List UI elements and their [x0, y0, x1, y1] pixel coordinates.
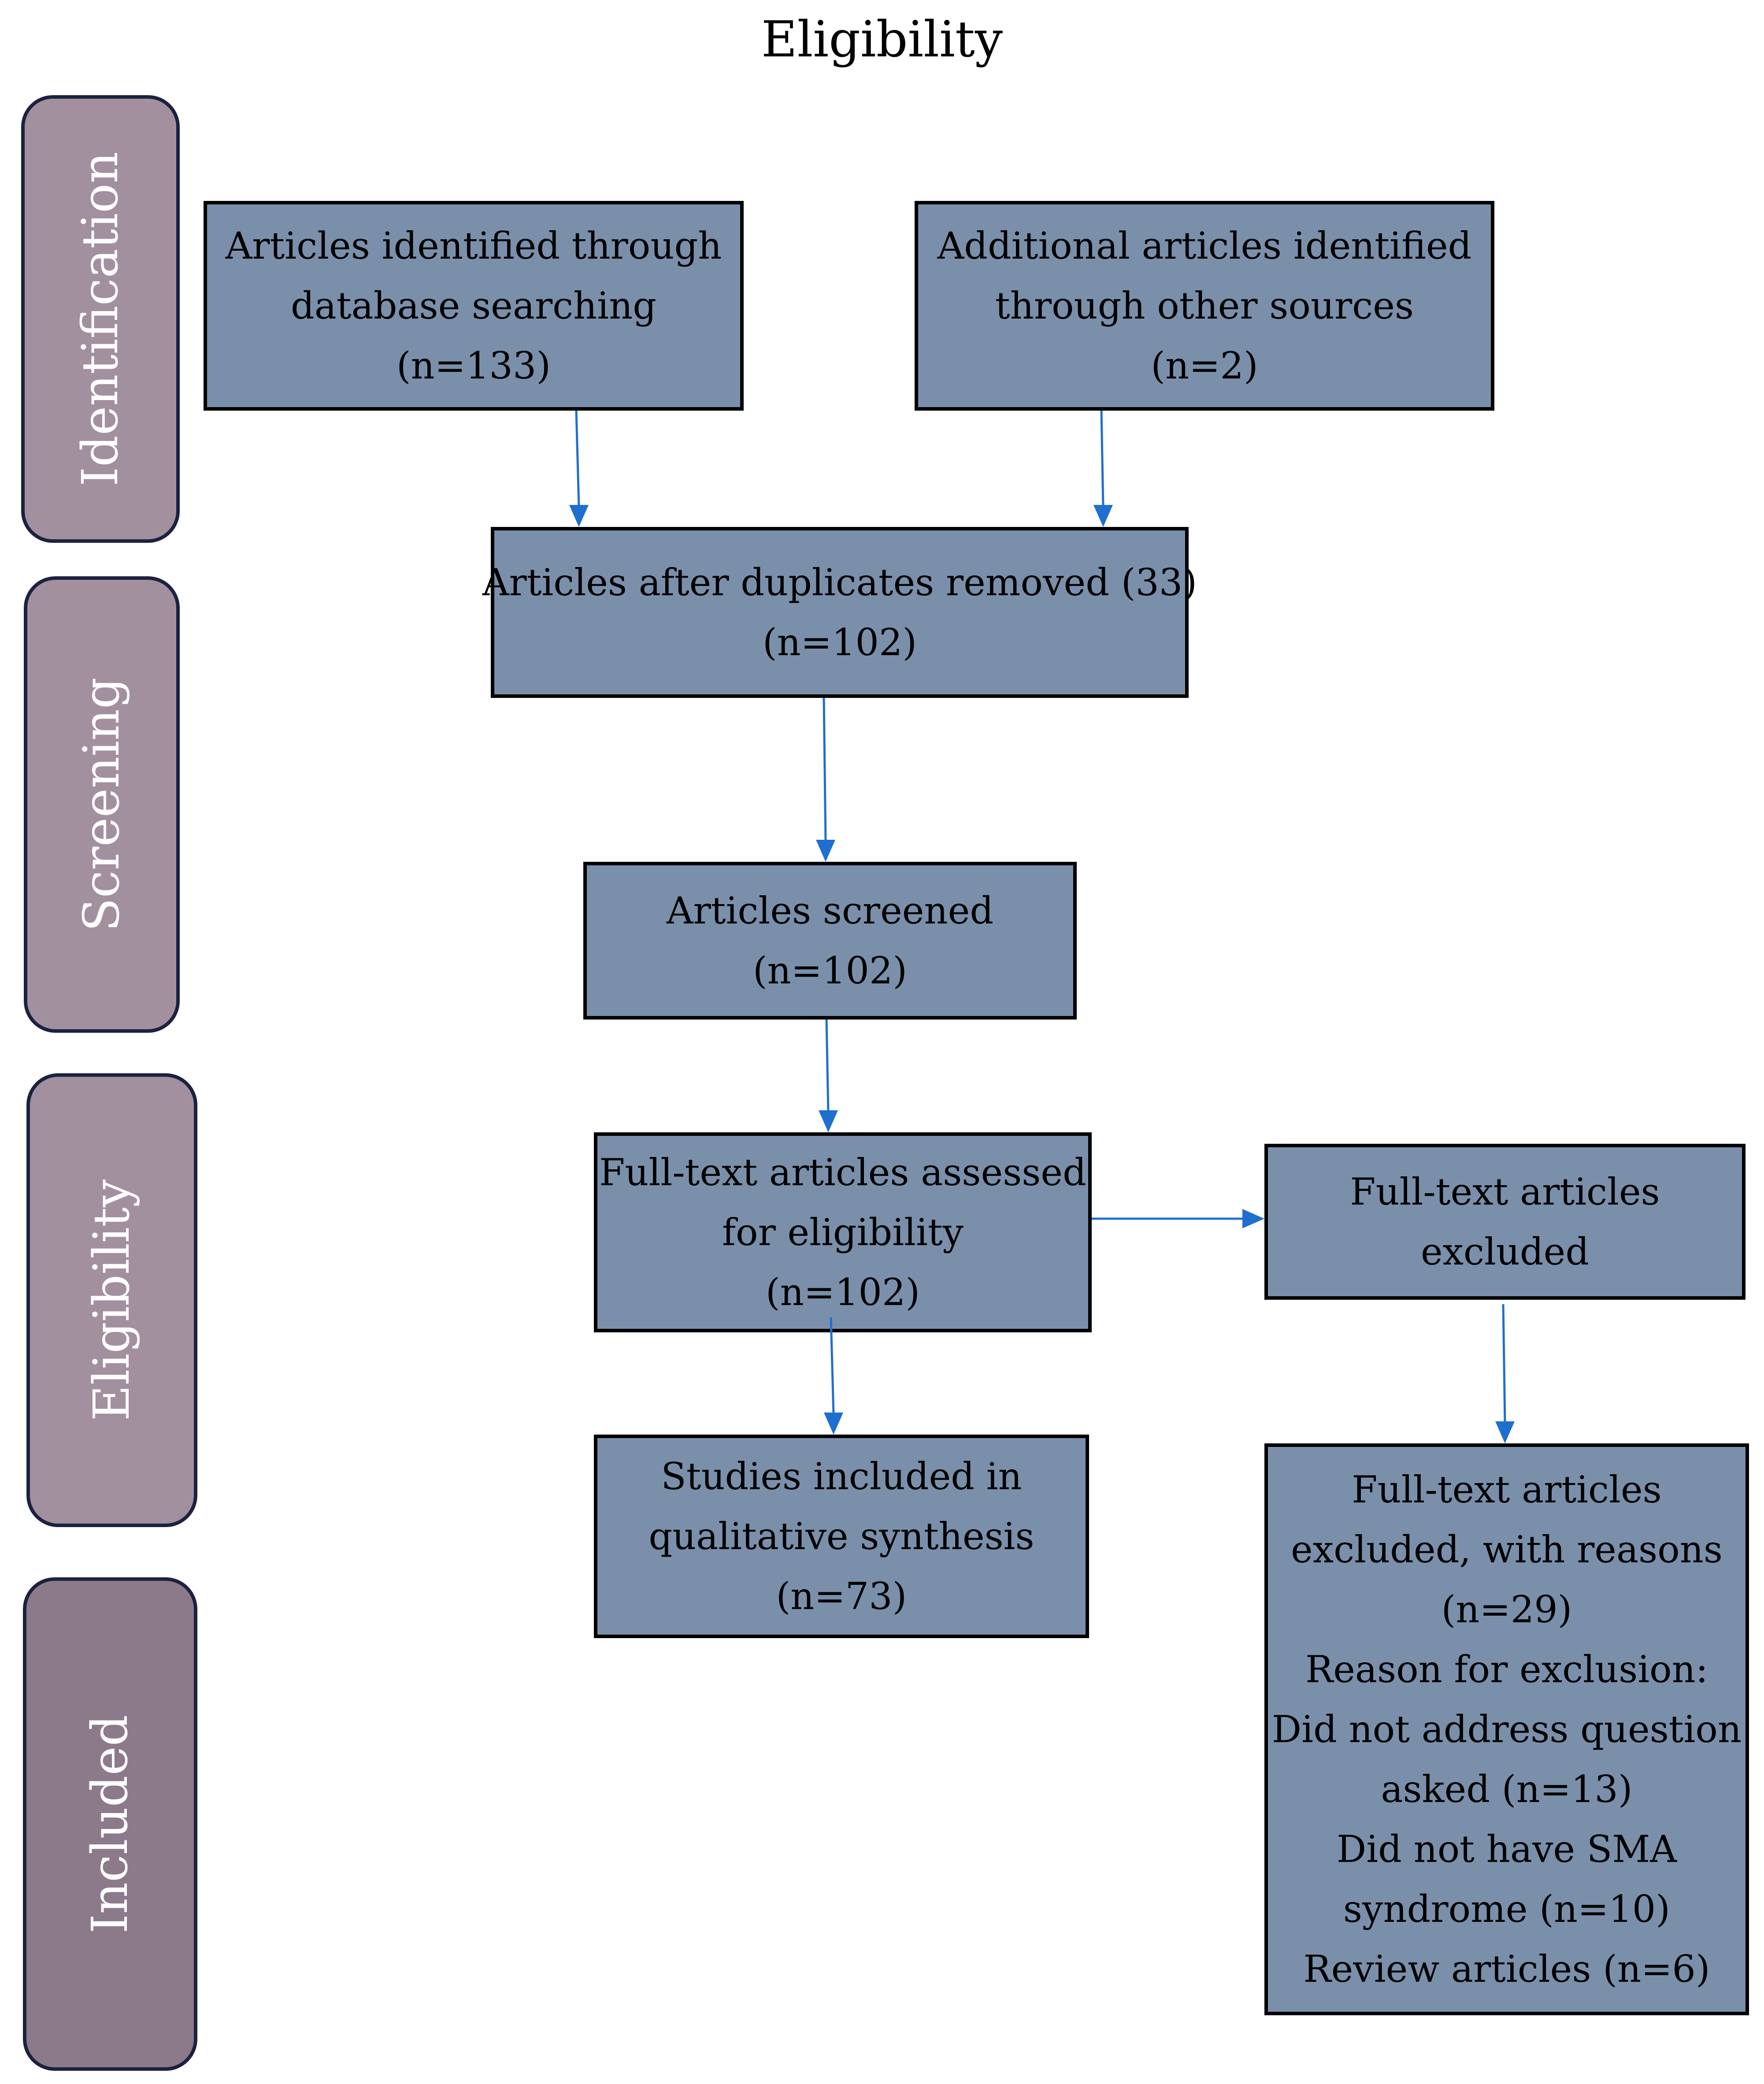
reasons-line-5: Did not address question: [1271, 1708, 1742, 1751]
arrow-duplicates-to-screened: [823, 697, 827, 842]
arrowhead-assessed-to-excluded: [1242, 1209, 1264, 1228]
arrow-database-to-duplicates: [575, 410, 580, 507]
reasons-line-3: (n=29): [1441, 1588, 1572, 1631]
box-duplicates-removed-line-1: Articles after duplicates removed (33): [482, 561, 1197, 604]
box-other-sources-line-3: (n=2): [1151, 344, 1258, 387]
reasons-line-6: asked (n=13): [1381, 1768, 1633, 1811]
box-other-sources-line-2: through other sources: [995, 284, 1414, 327]
reasons-line-9: Review articles (n=6): [1303, 1947, 1710, 1991]
stage-included: Included: [23, 1577, 197, 2071]
arrow-assessed-to-included: [830, 1317, 835, 1415]
arrowhead-screened-to-assessed: [819, 1110, 838, 1132]
box-full-text-assessed-line-1: Full-text articles assessed: [599, 1151, 1086, 1194]
box-full-text-excluded: Full-text articles excluded: [1264, 1144, 1745, 1300]
page-title: Eligibility: [761, 11, 1003, 68]
box-studies-included-line-2: qualitative synthesis: [649, 1515, 1034, 1558]
box-database-search-line-3: (n=133): [396, 344, 551, 387]
arrowhead-assessed-to-included: [824, 1413, 843, 1435]
stage-eligibility: Eligibility: [26, 1073, 197, 1527]
arrowhead-other-to-duplicates: [1093, 505, 1113, 527]
arrowhead-excluded-to-reasons: [1495, 1421, 1515, 1443]
box-other-sources: Additional articles identified through o…: [915, 201, 1494, 411]
box-articles-screened-line-1: Articles screened: [666, 889, 994, 932]
arrow-other-to-duplicates: [1100, 410, 1104, 507]
box-studies-included-line-3: (n=73): [776, 1575, 907, 1618]
reasons-line-2: excluded, with reasons: [1291, 1528, 1723, 1571]
arrowhead-database-to-duplicates: [569, 505, 589, 527]
reasons-line-4: Reason for exclusion:: [1305, 1648, 1708, 1691]
arrowhead-duplicates-to-screened: [816, 840, 835, 862]
box-excluded-with-reasons: Full-text articles excluded, with reason…: [1264, 1443, 1749, 2015]
reasons-line-7: Did not have SMA: [1336, 1828, 1677, 1871]
box-database-search-line-1: Articles identified through: [225, 224, 722, 267]
reasons-line-1: Full-text articles: [1352, 1468, 1662, 1511]
box-studies-included-line-1: Studies included in: [661, 1455, 1022, 1498]
box-database-search-line-2: database searching: [291, 284, 656, 327]
box-articles-screened-line-2: (n=102): [752, 949, 908, 992]
stage-identification: Identification: [21, 95, 180, 543]
box-duplicates-removed: Articles after duplicates removed (33) (…: [482, 527, 1197, 698]
box-database-search: Articles identified through database sea…: [204, 201, 744, 411]
box-full-text-assessed: Full-text articles assessed for eligibil…: [594, 1132, 1092, 1332]
reasons-line-8: syndrome (n=10): [1343, 1887, 1671, 1931]
box-studies-included: Studies included in qualitative synthesi…: [594, 1435, 1089, 1638]
box-full-text-excluded-line-1: Full-text articles: [1350, 1170, 1660, 1213]
box-articles-screened: Articles screened (n=102): [583, 862, 1077, 1020]
box-full-text-assessed-line-3: (n=102): [765, 1271, 920, 1314]
arrow-screened-to-assessed: [825, 1019, 830, 1112]
box-full-text-excluded-line-2: excluded: [1420, 1230, 1590, 1273]
arrow-excluded-to-reasons: [1502, 1304, 1506, 1424]
box-full-text-assessed-line-2: for eligibility: [722, 1211, 964, 1254]
box-duplicates-removed-line-2: (n=102): [762, 621, 917, 664]
box-other-sources-line-1: Additional articles identified: [937, 224, 1472, 267]
stage-screening: Screening: [24, 576, 180, 1033]
